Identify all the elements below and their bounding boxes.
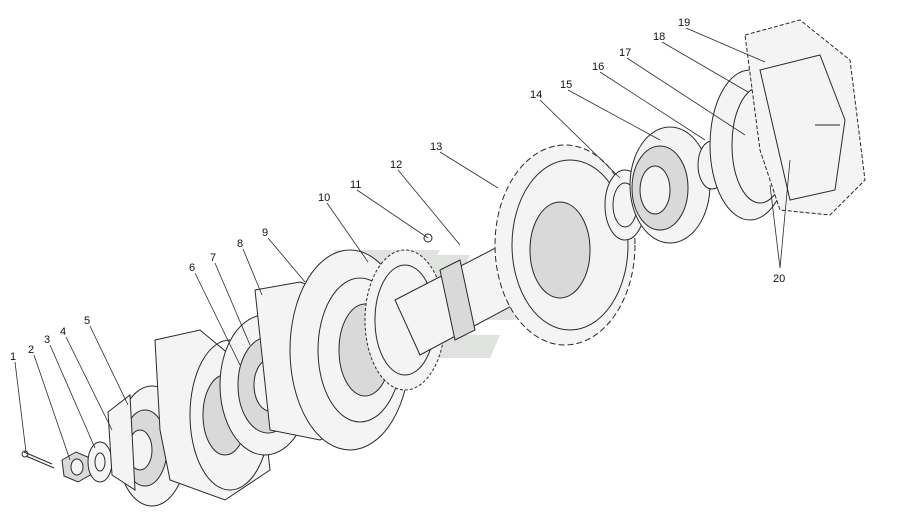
- callout-7: 7: [210, 252, 216, 264]
- part-19-right-housing: [744, 19, 866, 216]
- callout-14: 14: [530, 89, 542, 101]
- callout-4: 4: [60, 326, 66, 338]
- part-1-cotter-pin: [21, 450, 55, 469]
- callout-18: 18: [653, 31, 665, 43]
- callout-19: 19: [678, 17, 690, 29]
- callout-5: 5: [84, 315, 90, 327]
- part-13-main-gear: [494, 144, 636, 346]
- callout-20: 20: [773, 273, 785, 285]
- callout-8: 8: [237, 238, 243, 250]
- callout-9: 9: [262, 227, 268, 239]
- part-2-castle-nut: [61, 451, 93, 483]
- callout-16: 16: [592, 61, 604, 73]
- callout-2: 2: [28, 344, 34, 356]
- part-3-washer: [87, 441, 113, 483]
- part-15-bearing: [629, 126, 711, 244]
- callout-13: 13: [430, 141, 442, 153]
- callout-labels: 1 2 3 4 5 6 7 8 9 10 11 12 13 14 15 16 1…: [10, 17, 785, 363]
- callout-1: 1: [10, 351, 16, 363]
- callout-11: 11: [350, 179, 361, 191]
- callout-17: 17: [619, 47, 631, 59]
- callout-10: 10: [318, 192, 330, 204]
- callout-15: 15: [560, 79, 572, 91]
- callout-12: 12: [390, 159, 402, 171]
- callout-3: 3: [44, 334, 50, 346]
- leader-lines: [14, 27, 791, 461]
- callout-6: 6: [189, 262, 195, 274]
